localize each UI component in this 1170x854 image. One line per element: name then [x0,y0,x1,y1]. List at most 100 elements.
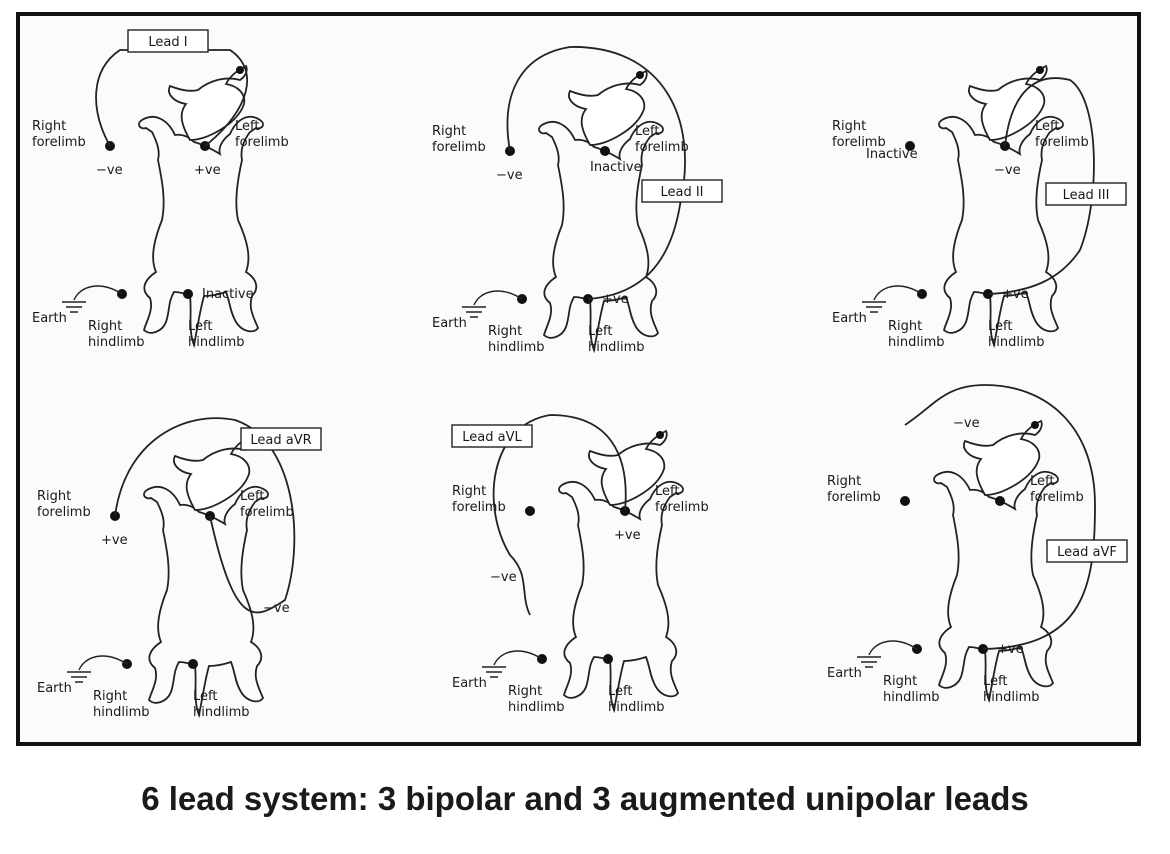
dog-nose [236,66,244,74]
lead-title: Lead aVL [462,430,522,445]
earth-symbol-icon [67,671,91,683]
polarity-rf: +ve [101,533,128,548]
electrode-rf [905,141,915,151]
earth-lead-wire [493,650,543,666]
label-earth: Earth [832,311,867,326]
lead-title-box [1045,182,1127,206]
lead-title: Lead aVR [250,433,311,448]
polarity-lh: Inactive [202,287,254,302]
electrode-rf [525,506,535,516]
lead-wire-loop [492,414,627,616]
polarity-rf: −ve [496,168,523,183]
dog-outline [538,120,664,354]
polarity-lh: +ve [997,642,1024,657]
lead-title-box [240,427,322,451]
polarity-common: −ve [953,416,980,431]
polarity-lh: +ve [1002,287,1029,302]
dog-head-outline [568,69,648,146]
dog-nose [656,431,664,439]
polarity-lh: +ve [602,292,629,307]
electrode-lh [188,659,198,669]
earth-lead-wire [78,655,128,671]
earth-symbol-icon [857,656,881,668]
earth-lead-wire [868,640,918,656]
dog-head-outline [963,419,1043,496]
lead-wire-loop [114,417,296,614]
dog-outline [933,470,1059,704]
polarity-lf: +ve [194,163,221,178]
electrode-lh [183,289,193,299]
earth-lead-wire [73,285,123,301]
figure-caption: 6 lead system: 3 bipolar and 3 augmented… [141,780,1029,817]
label-earth: Earth [432,316,467,331]
dog-nose [1031,421,1039,429]
earth-lead-wire [873,285,923,301]
lead-wire-loop [987,77,1095,295]
polarity-common: −ve [490,570,517,585]
lead-title: Lead III [1063,188,1110,203]
dog-head-outline [968,64,1048,141]
lead-title: Lead aVF [1057,545,1117,560]
earth-symbol-icon [482,666,506,678]
earth-lead-wire [473,290,523,306]
label-earth: Earth [32,311,67,326]
dog-outline [138,115,264,349]
dog-head-outline [588,429,668,506]
lead-title-box [451,424,533,448]
dog-outline [143,485,269,719]
dog-nose [1036,66,1044,74]
electrode-lh [603,654,613,664]
dog-outline [558,480,684,714]
lead-wire-loop [95,49,248,147]
lead-title-box [127,29,209,53]
lead-title-box [641,179,723,203]
earth-symbol-icon [62,301,86,313]
polarity-lf: Inactive [590,160,642,175]
earth-symbol-icon [462,306,486,318]
polarity-rf: Inactive [866,147,918,162]
dog-nose [636,71,644,79]
polarity-lf: −ve [994,163,1021,178]
electrode-lf [995,496,1005,506]
electrode-rf [900,496,910,506]
polarity-rf: −ve [96,163,123,178]
label-earth: Earth [37,681,72,696]
earth-symbol-icon [862,301,886,313]
lead-title-box [1046,539,1128,563]
lead-wire-loop [506,46,686,300]
label-earth: Earth [827,666,862,681]
polarity-lf: +ve [614,528,641,543]
lead-title: Lead I [148,35,187,50]
electrode-lf [600,146,610,156]
label-earth: Earth [452,676,487,691]
